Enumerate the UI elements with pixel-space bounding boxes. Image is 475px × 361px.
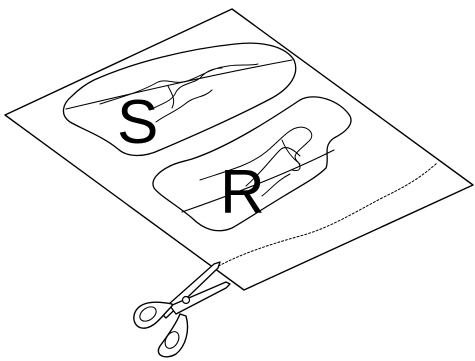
paper-sheet <box>5 9 473 290</box>
scissors-handle-right <box>158 314 187 357</box>
scissors-pivot <box>183 297 190 304</box>
pouch-r-label: R <box>220 158 265 227</box>
pouch-s-label: S <box>117 88 158 157</box>
scissors-icon <box>134 262 230 357</box>
